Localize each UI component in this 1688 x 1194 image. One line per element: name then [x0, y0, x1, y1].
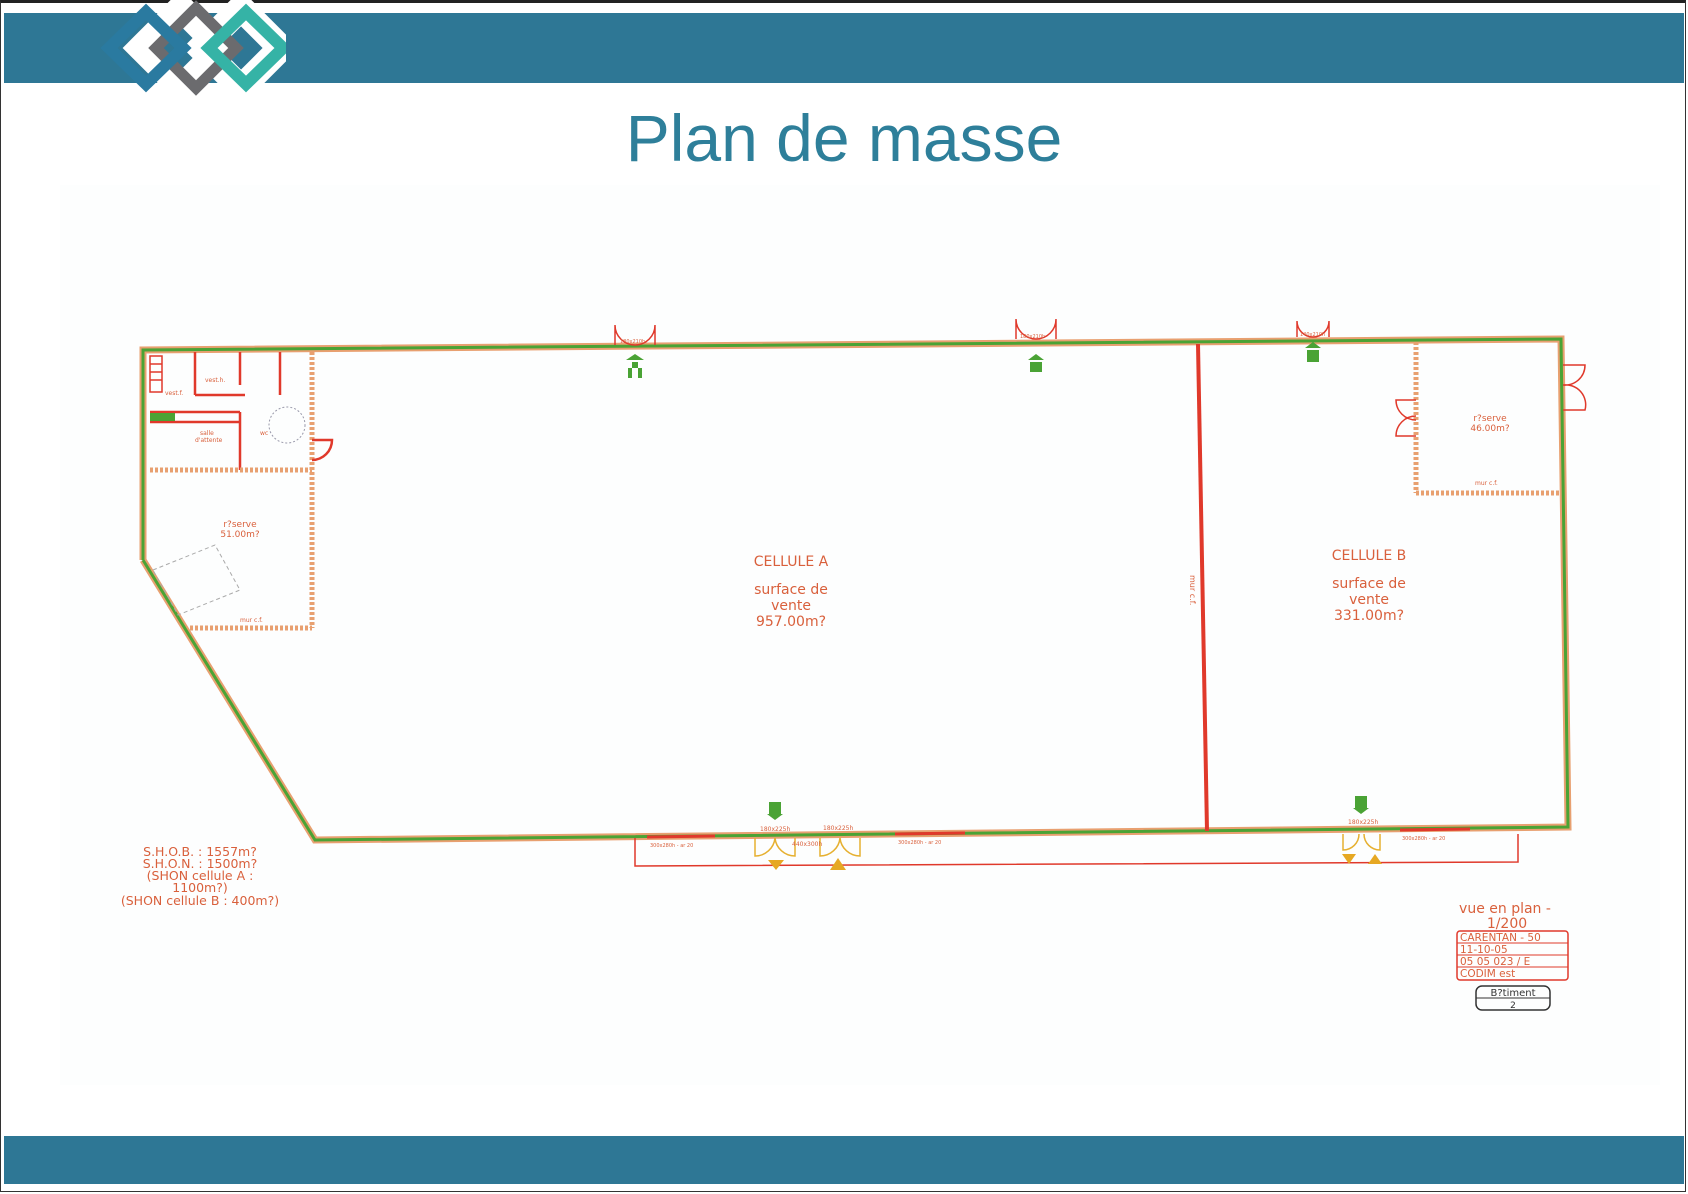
window-label: 300x280h - ar 20	[898, 840, 941, 846]
divider-label: mur c.f.	[1188, 575, 1197, 605]
building-badge: B?timent 2	[1475, 985, 1551, 1011]
svg-text:CELLULE A: CELLULE A	[754, 554, 829, 570]
door-label: 180x210h	[1020, 334, 1045, 340]
canopy-line	[634, 834, 1519, 867]
svg-text:2: 2	[1510, 1001, 1516, 1011]
accessibility-turning-circle	[268, 406, 306, 444]
company-logo	[100, 0, 286, 96]
slide-title: Plan de masse	[625, 101, 1063, 175]
window-label: 300x280h - ar 20	[650, 843, 693, 849]
svg-text:331.00m?: 331.00m?	[1334, 608, 1404, 624]
reserve-a-name: r?serve	[223, 520, 257, 530]
svg-text:S.H.O.B. : 1557m?: S.H.O.B. : 1557m?	[143, 844, 257, 859]
cell-a-label: CELLULE A surface de vente 957.00m?	[754, 554, 829, 630]
reserve-a-area: 51.00m?	[220, 530, 260, 540]
wall-label-b: mur c.f.	[1475, 480, 1498, 487]
stairs-icon	[149, 355, 163, 393]
bottom-doors	[754, 833, 1381, 857]
svg-text:surface de: surface de	[1332, 576, 1406, 592]
svg-text:(SHON cellule A :: (SHON cellule A :	[147, 868, 254, 883]
cell-b-label: CELLULE B surface de vente 331.00m?	[1332, 548, 1406, 624]
reserve-b-name: r?serve	[1473, 414, 1507, 424]
svg-text:11-10-05: 11-10-05	[1460, 944, 1508, 956]
door-label: 180x225h	[1348, 819, 1378, 826]
room-label-wc: wc	[260, 430, 268, 437]
wall-label: mur c.f.	[240, 617, 263, 624]
door-label: 180x210h	[620, 339, 645, 345]
svg-text:CODIM est: CODIM est	[1460, 968, 1515, 980]
reserve-b-area: 46.00m?	[1470, 424, 1510, 434]
svg-text:957.00m?: 957.00m?	[756, 614, 826, 630]
top-doors	[614, 318, 1330, 346]
exit-arrow-icon	[626, 342, 1369, 820]
room-label-attente: d'attente	[195, 437, 223, 444]
left-service-rooms	[150, 352, 334, 631]
plan-sheet	[60, 185, 1660, 1085]
door-label: 140x210h	[1300, 332, 1325, 338]
door-icon	[1395, 364, 1587, 437]
room-label-salle: salle	[200, 430, 214, 437]
entry-triangles	[768, 854, 1382, 870]
door-label: 180x225h	[760, 826, 790, 833]
svg-text:S.H.O.N. : 1500m?: S.H.O.N. : 1500m?	[143, 856, 257, 871]
svg-text:vente: vente	[771, 598, 811, 614]
outer-walls	[139, 335, 1572, 844]
svg-text:05 05 023 / E: 05 05 023 / E	[1460, 956, 1530, 968]
scale-label: 1/200	[1487, 916, 1527, 932]
door-label: 180x225h	[823, 825, 853, 832]
room-label-vest-f: vest.f.	[165, 390, 183, 397]
svg-text:1100m?): 1100m?)	[172, 880, 228, 895]
window-label: 300x280h - ar 20	[1402, 836, 1445, 842]
title-block: CARENTAN - 50 11-10-05 05 05 023 / E COD…	[1456, 930, 1569, 981]
right-reserve-walls	[1413, 342, 1561, 496]
svg-text:CARENTAN - 50: CARENTAN - 50	[1460, 932, 1541, 944]
svg-text:(SHON cellule B : 400m?): (SHON cellule B : 400m?)	[121, 893, 279, 908]
cell-divider-wall	[1196, 343, 1209, 832]
footer-band	[4, 1136, 1684, 1184]
window-marks	[646, 827, 1471, 839]
svg-text:CELLULE B: CELLULE B	[1332, 548, 1406, 564]
svg-text:surface de: surface de	[754, 582, 828, 598]
surface-summary: S.H.O.B. : 1557m? S.H.O.N. : 1500m? (SHO…	[121, 844, 279, 908]
bench	[150, 413, 175, 421]
svg-text:B?timent: B?timent	[1490, 988, 1535, 999]
door-label: 440x300h	[792, 841, 822, 848]
svg-text:vente: vente	[1349, 592, 1389, 608]
view-label: vue en plan -	[1459, 901, 1551, 917]
room-label-vest-h: vest.h.	[205, 377, 225, 384]
loading-area	[152, 544, 241, 616]
